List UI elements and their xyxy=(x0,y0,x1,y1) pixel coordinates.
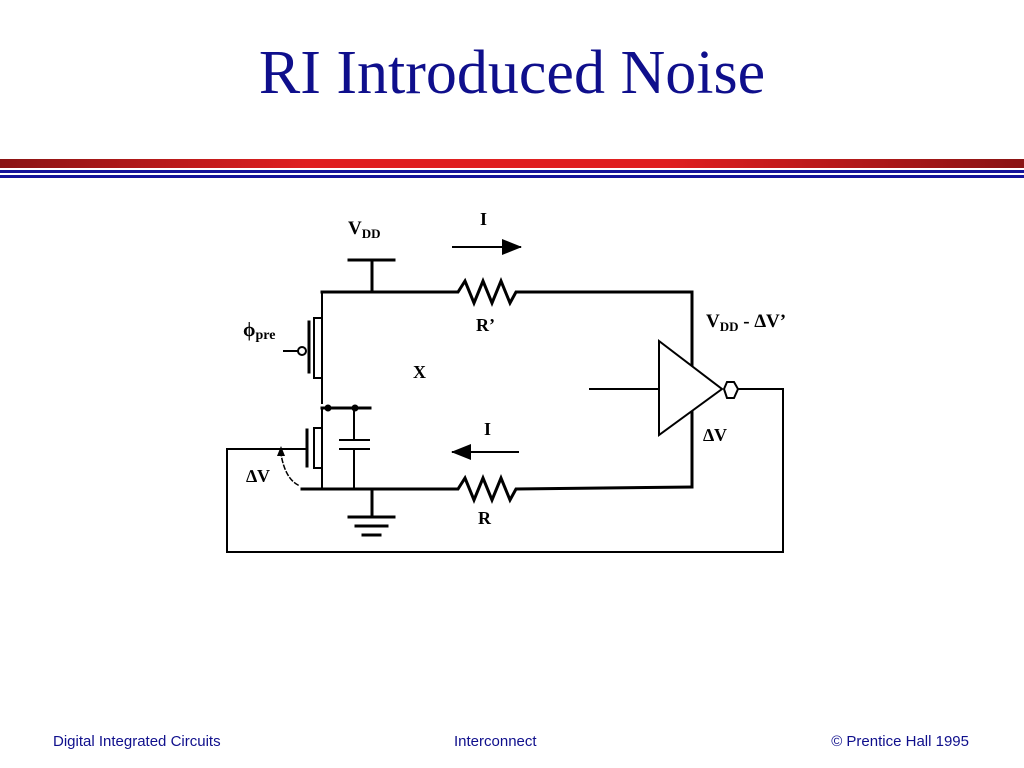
footer-course-title: Digital Integrated Circuits xyxy=(53,733,221,750)
slide-title: RI Introduced Noise xyxy=(258,39,766,107)
vdd-label: VDD xyxy=(348,218,381,241)
node-x-label: X xyxy=(413,362,426,382)
inverter-output-bubble xyxy=(722,381,740,399)
feedback-loop-wire xyxy=(226,388,784,553)
junction-dot-right xyxy=(351,404,359,412)
phi-pre-label: ϕpre xyxy=(243,319,275,343)
junction-dot-left xyxy=(324,404,332,412)
current-label-bottom: I xyxy=(484,419,491,439)
delta-v-left-label: ∆V xyxy=(246,466,270,486)
resistor-r-prime xyxy=(444,277,694,307)
header-rule-red xyxy=(0,159,1024,168)
coupling-dashed-arrow xyxy=(280,453,300,487)
vout-label: VDD - ∆V’ xyxy=(706,311,786,334)
pmos-bubble xyxy=(297,346,307,356)
header-rule-blue-bottom xyxy=(0,175,1024,178)
current-label-top: I xyxy=(480,209,487,229)
delta-v-right-label: ∆V xyxy=(703,425,727,445)
r-label: R xyxy=(478,508,492,528)
footer-copyright: © Prentice Hall 1995 xyxy=(831,733,969,750)
header-rule-blue-top xyxy=(0,170,1024,173)
footer-chapter: Interconnect xyxy=(454,733,537,750)
r-prime-label: R’ xyxy=(476,315,495,335)
resistor-r xyxy=(300,474,694,504)
